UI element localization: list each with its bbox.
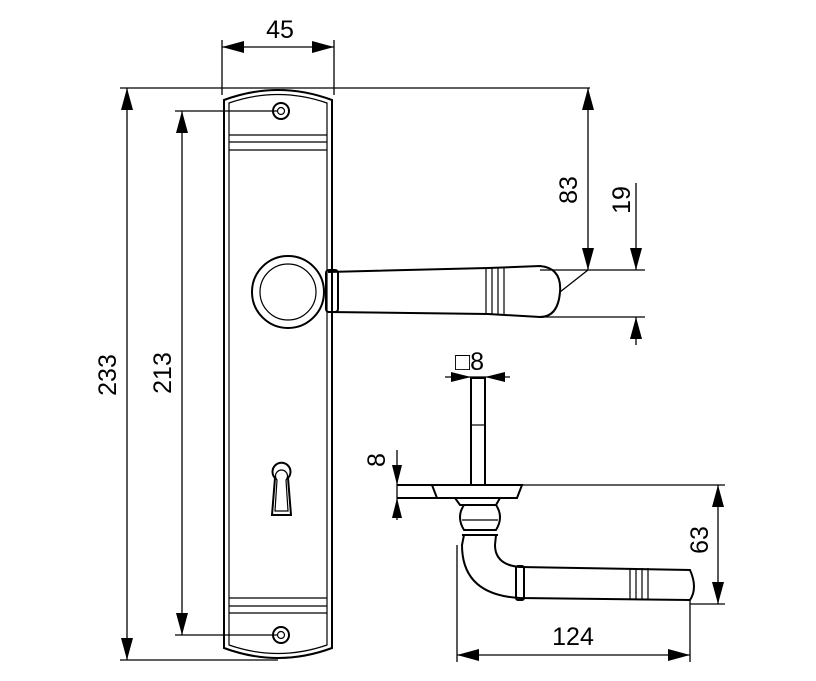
dim-label-124: 124 [552,623,594,651]
dim-label-233: 233 [94,354,122,396]
rosette-and-lever-front [251,255,562,329]
dim-label-square-8: □8 [455,348,484,376]
side-plate [397,484,524,506]
dim-label-63: 63 [686,526,714,554]
dimension-screw-spacing: 213 [149,110,278,636]
keyhole [270,461,293,516]
dimension-projection: 63 [522,484,725,605]
spindle [470,377,486,486]
backplate [223,89,333,659]
dimension-spindle-square: □8 [445,348,510,382]
dimension-handle-height: 19 [608,183,642,345]
dim-label-8: 8 [363,453,391,467]
lever-side-view [459,504,695,602]
dimension-plate-thickness: 8 [363,450,402,520]
dim-label-83: 83 [555,176,583,204]
dimension-width: 45 [221,16,335,95]
dimension-length: 124 [456,545,691,662]
dim-label-45: 45 [266,16,294,44]
dimension-overall-height: 233 [94,87,590,661]
dim-label-19: 19 [608,186,636,214]
dim-label-213: 213 [149,352,177,394]
dimension-handle-to-top: 83 [540,88,645,318]
